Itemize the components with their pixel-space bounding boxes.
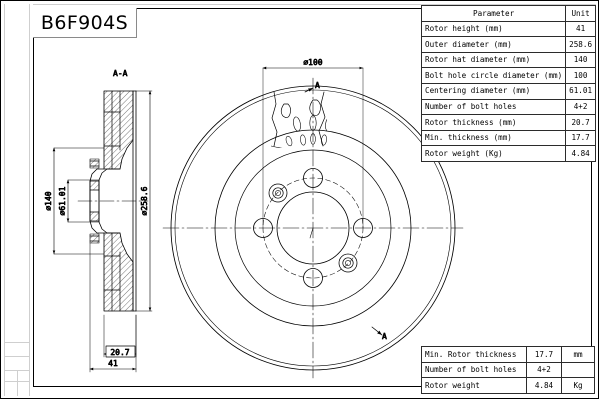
- cell-value: 100: [565, 67, 597, 84]
- table-row: Outer diameter (mm)258.6: [420, 36, 597, 53]
- dimension-centering-diameter: ⌀61.01: [58, 186, 67, 215]
- template-guide-line: [4, 4, 5, 396]
- cell-parameter: Outer diameter (mm): [420, 36, 567, 53]
- cell-value: 17.7: [525, 346, 563, 363]
- cell-parameter: Number of bolt holes: [420, 98, 567, 116]
- cell-parameter: Centering diameter (mm): [420, 82, 567, 100]
- section-marker-top: A: [315, 81, 320, 90]
- cell-unit: mm: [561, 346, 595, 363]
- template-guide-line: [4, 356, 30, 357]
- cell-parameter: Rotor height (mm): [420, 20, 567, 38]
- cell-name: Min. Rotor thickness: [421, 346, 527, 363]
- cell-value: 4.84: [565, 145, 597, 162]
- cell-unit: [561, 361, 595, 379]
- cell-value: 4.84: [525, 377, 563, 394]
- part-number-label: B6F904S: [40, 11, 129, 34]
- dimension-rotor-height: 41: [108, 359, 118, 368]
- cell-parameter: Rotor hat diameter (mm): [420, 51, 567, 69]
- template-guide-line: [33, 4, 596, 5]
- section-marker-bottom: A: [382, 332, 387, 341]
- cell-value: 4+2: [565, 98, 597, 116]
- part-number-title-box: B6F904S: [33, 8, 137, 38]
- table-row: Rotor thickness (mm)20.7: [420, 114, 597, 131]
- template-guide-line: [29, 4, 30, 396]
- cell-name: Rotor weight: [421, 377, 527, 394]
- cell-name: Number of bolt holes: [421, 361, 527, 379]
- template-guide-line: [4, 342, 30, 343]
- cell-parameter: Min. thickness (mm): [420, 129, 567, 147]
- cell-value: 20.7: [565, 114, 597, 131]
- template-guide-line: [17, 370, 18, 396]
- table-row: Rotor weight (Kg)4.84: [420, 145, 597, 162]
- dimension-bolt-circle-diameter: ⌀100: [303, 58, 322, 67]
- dimension-outer-diameter: ⌀258.6: [140, 186, 149, 215]
- cell-value: 258.6: [565, 36, 597, 53]
- cell-parameter: Rotor thickness (mm): [420, 114, 567, 131]
- table-row: Bolt hole circle diameter (mm)100: [420, 67, 597, 84]
- dimension-rotor-thickness: 20.7: [110, 348, 129, 357]
- drawing-frame: [33, 8, 592, 387]
- dimension-hat-diameter: ⌀140: [44, 191, 53, 210]
- header-parameter: Parameter: [420, 5, 567, 22]
- table-row: Centering diameter (mm)61.01: [420, 82, 597, 100]
- cell-value: 61.01: [565, 82, 597, 100]
- cell-value: 140: [565, 51, 597, 69]
- cell-parameter: Bolt hole circle diameter (mm): [420, 67, 567, 84]
- cell-value: 41: [565, 20, 597, 38]
- table-row: Min. thickness (mm)17.7: [420, 129, 597, 147]
- table-row: Rotor hat diameter (mm)140: [420, 51, 597, 69]
- table-header-row: Parameter Unit: [420, 5, 597, 22]
- header-unit: Unit: [565, 5, 597, 22]
- table-row: Rotor height (mm)41: [420, 20, 597, 38]
- cell-value: 17.7: [565, 129, 597, 147]
- cell-parameter: Rotor weight (Kg): [420, 145, 567, 162]
- cell-value: 4+2: [525, 361, 563, 379]
- cell-unit: Kg: [561, 377, 595, 394]
- section-view-label: A-A: [113, 69, 128, 78]
